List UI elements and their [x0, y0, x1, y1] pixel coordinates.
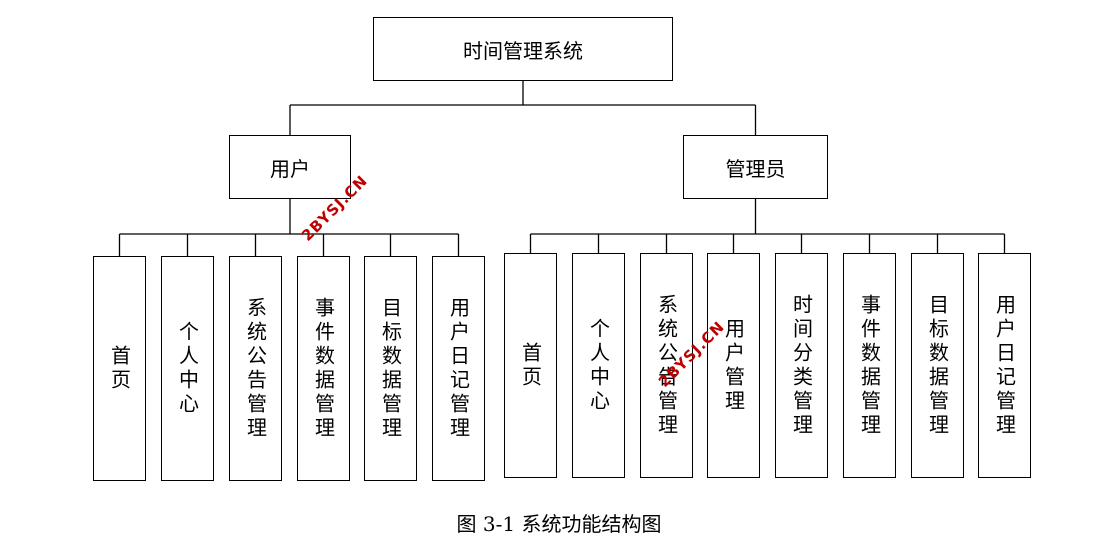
- admin-leaf-label: 目标数据管理: [925, 293, 950, 438]
- admin-leaf-label: 事件数据管理: [857, 293, 882, 438]
- branch-node-user-label: 用户: [270, 156, 310, 181]
- admin-leaf-node: 时间分类管理: [775, 253, 828, 478]
- admin-leaf-node: 用户管理: [707, 253, 760, 478]
- branch-node-user: 用户: [229, 135, 351, 199]
- user-leaf-node: 个人中心: [161, 256, 214, 481]
- admin-leaf-node: 目标数据管理: [911, 253, 964, 478]
- user-leaf-label: 系统公告管理: [243, 296, 268, 441]
- branch-node-admin: 管理员: [683, 135, 828, 199]
- admin-leaf-node: 事件数据管理: [843, 253, 896, 478]
- user-leaf-label: 用户日记管理: [446, 296, 471, 441]
- admin-leaf-label: 个人中心: [586, 317, 611, 414]
- user-leaf-label: 首页: [107, 344, 132, 393]
- admin-leaf-node: 个人中心: [572, 253, 625, 478]
- admin-leaf-label: 时间分类管理: [789, 293, 814, 438]
- admin-leaf-label: 用户日记管理: [992, 293, 1017, 438]
- root-node: 时间管理系统: [373, 17, 673, 81]
- user-leaf-node: 系统公告管理: [229, 256, 282, 481]
- admin-leaf-node: 用户日记管理: [978, 253, 1031, 478]
- user-leaf-node: 事件数据管理: [297, 256, 350, 481]
- user-leaf-label: 目标数据管理: [378, 296, 403, 441]
- figure-caption: 图 3-1 系统功能结构图: [456, 512, 662, 536]
- admin-leaf-node: 系统公告管理: [640, 253, 693, 478]
- user-leaf-label: 个人中心: [175, 320, 200, 417]
- admin-leaf-label: 用户管理: [721, 317, 746, 414]
- admin-leaf-node: 首页: [504, 253, 557, 478]
- branch-node-admin-label: 管理员: [725, 156, 786, 181]
- admin-leaf-label: 系统公告管理: [654, 293, 679, 438]
- root-node-label: 时间管理系统: [463, 38, 583, 63]
- user-leaf-node: 首页: [93, 256, 146, 481]
- user-leaf-label: 事件数据管理: [311, 296, 336, 441]
- user-leaf-node: 目标数据管理: [364, 256, 417, 481]
- user-leaf-node: 用户日记管理: [432, 256, 485, 481]
- admin-leaf-label: 首页: [518, 341, 543, 390]
